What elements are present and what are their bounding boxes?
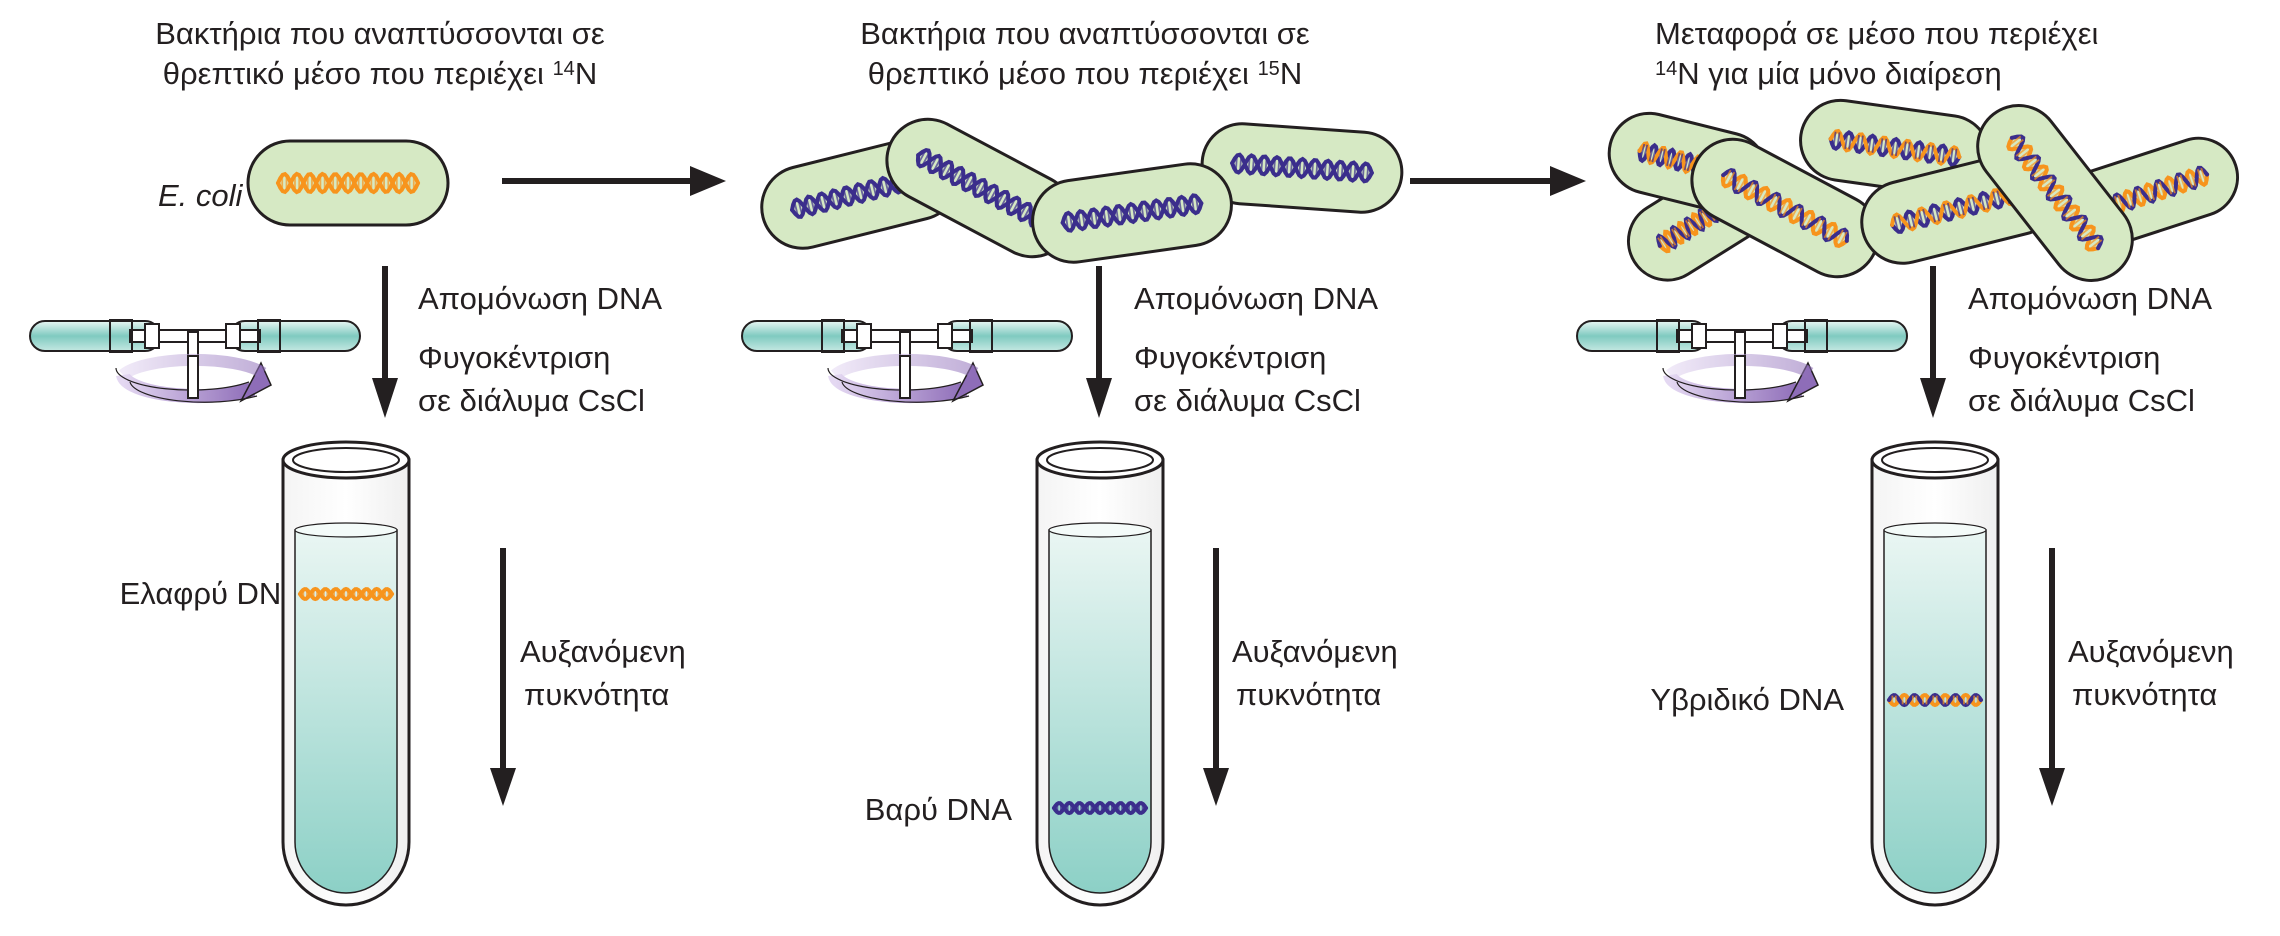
tube-hybrid-dna	[1870, 440, 2000, 907]
panel3-step-cscl: σε διάλυμα CsCl	[1968, 383, 2195, 418]
panel2-density-line1: Αυξανόμενη	[1232, 634, 1398, 669]
ecoli-cell-hybrid	[1976, 104, 2134, 282]
dna-helix-icon	[1828, 128, 1962, 168]
dna-helix-icon	[1720, 168, 1850, 248]
panel3-heading-line1: Μεταφορά σε μέσο που περιέχει	[1655, 16, 2099, 51]
panel2-heading-line1: Βακτήρια που αναπτύσσονται σε	[860, 16, 1310, 51]
panel3-density-line2: πυκνότητα	[2072, 677, 2218, 712]
ecoli-cell-light	[246, 139, 450, 227]
dna-band-icon	[1052, 800, 1148, 816]
panel1-density-line1: Αυξανόμενη	[520, 634, 686, 669]
dna-helix-icon	[1060, 193, 1204, 233]
panel2-step-centrifuge: Φυγοκέντριση	[1134, 340, 1327, 375]
dna-helix-icon	[790, 167, 930, 219]
centrifuge-rotor-icon	[29, 319, 361, 404]
panel1-density-line2: πυκνότητα	[524, 677, 670, 712]
panel1-heading: Βακτήρια που αναπτύσσονται σε θρεπτικό μ…	[105, 14, 655, 95]
panel1-heading-line1: Βακτήρια που αναπτύσσονται σε	[155, 16, 605, 51]
panel2-isotope-symbol: N	[1279, 56, 1303, 92]
panel2-heading: Βακτήρια που αναπτύσσονται σε θρεπτικό μ…	[810, 14, 1360, 95]
panel1-isotope-mass: 14	[552, 57, 575, 80]
centrifuge-rotor-icon	[1576, 319, 1908, 404]
centrifuge-rotors	[29, 319, 1908, 404]
panel1-step-cscl: σε διάλυμα CsCl	[418, 383, 645, 418]
panel1-step-centrifuge: Φυγοκέντριση	[418, 340, 611, 375]
panel1-isotope-symbol: N	[574, 56, 598, 92]
panel2-step-isolate: Απομόνωση DNA	[1134, 281, 1379, 316]
transfer-arrow-1	[502, 166, 726, 196]
organism-label: E. coli	[158, 178, 243, 213]
panel3-heading-line2: για μία μόνο διαίρεση	[1708, 56, 2002, 92]
dna-helix-icon	[915, 148, 1045, 228]
panel3-band-label: Υβριδικό DNA	[1650, 682, 1844, 717]
centrifuge-tubes	[281, 440, 2000, 907]
centrifuge-rotor-icon	[741, 319, 1073, 404]
tube-heavy-dna	[1035, 440, 1165, 907]
panel1-step-isolate: Απομόνωση DNA	[418, 281, 663, 316]
dna-helix-icon	[276, 171, 420, 195]
density-arrow-1	[490, 548, 516, 806]
panel2-isotope-mass: 15	[1257, 57, 1280, 80]
process-arrow-3	[1920, 266, 1946, 418]
panel3-step-centrifuge: Φυγοκέντριση	[1968, 340, 2161, 375]
panel3-density-line1: Αυξανόμενη	[2068, 634, 2234, 669]
tube-light-dna	[281, 440, 411, 907]
dna-helix-icon	[2006, 134, 2104, 252]
transfer-arrow-2	[1410, 166, 1586, 196]
panel2-heading-line2: θρεπτικό μέσο που περιέχει	[867, 56, 1249, 92]
bacteria-cells	[246, 98, 2240, 282]
density-arrow-2	[1203, 548, 1229, 806]
panel3-step-isolate: Απομόνωση DNA	[1968, 281, 2213, 316]
ecoli-cell-hybrid	[1690, 137, 1880, 279]
ecoli-cell-heavy	[1031, 162, 1233, 264]
panel3-isotope-symbol: N	[1677, 56, 1700, 92]
process-arrow-1	[372, 266, 398, 418]
dna-helix-icon	[1230, 152, 1374, 184]
ecoli-cell-heavy	[1200, 122, 1404, 214]
dna-band-icon	[1887, 692, 1983, 708]
panel2-band-label: Βαρύ DNA	[864, 792, 1012, 827]
dna-band-icon	[298, 586, 394, 602]
density-arrow-3	[2039, 548, 2065, 806]
panel3-isotope-mass: 14	[1655, 57, 1678, 80]
panel3-heading: Μεταφορά σε μέσο που περιέχει 14N για μί…	[1655, 14, 2098, 95]
process-arrow-2	[1086, 266, 1112, 418]
panel2-step-cscl: σε διάλυμα CsCl	[1134, 383, 1361, 418]
panel1-heading-line2: θρεπτικό μέσο που περιέχει	[162, 56, 544, 92]
panel2-density-line2: πυκνότητα	[1236, 677, 1382, 712]
panel1-band-label: Ελαφρύ DNA	[119, 576, 302, 611]
